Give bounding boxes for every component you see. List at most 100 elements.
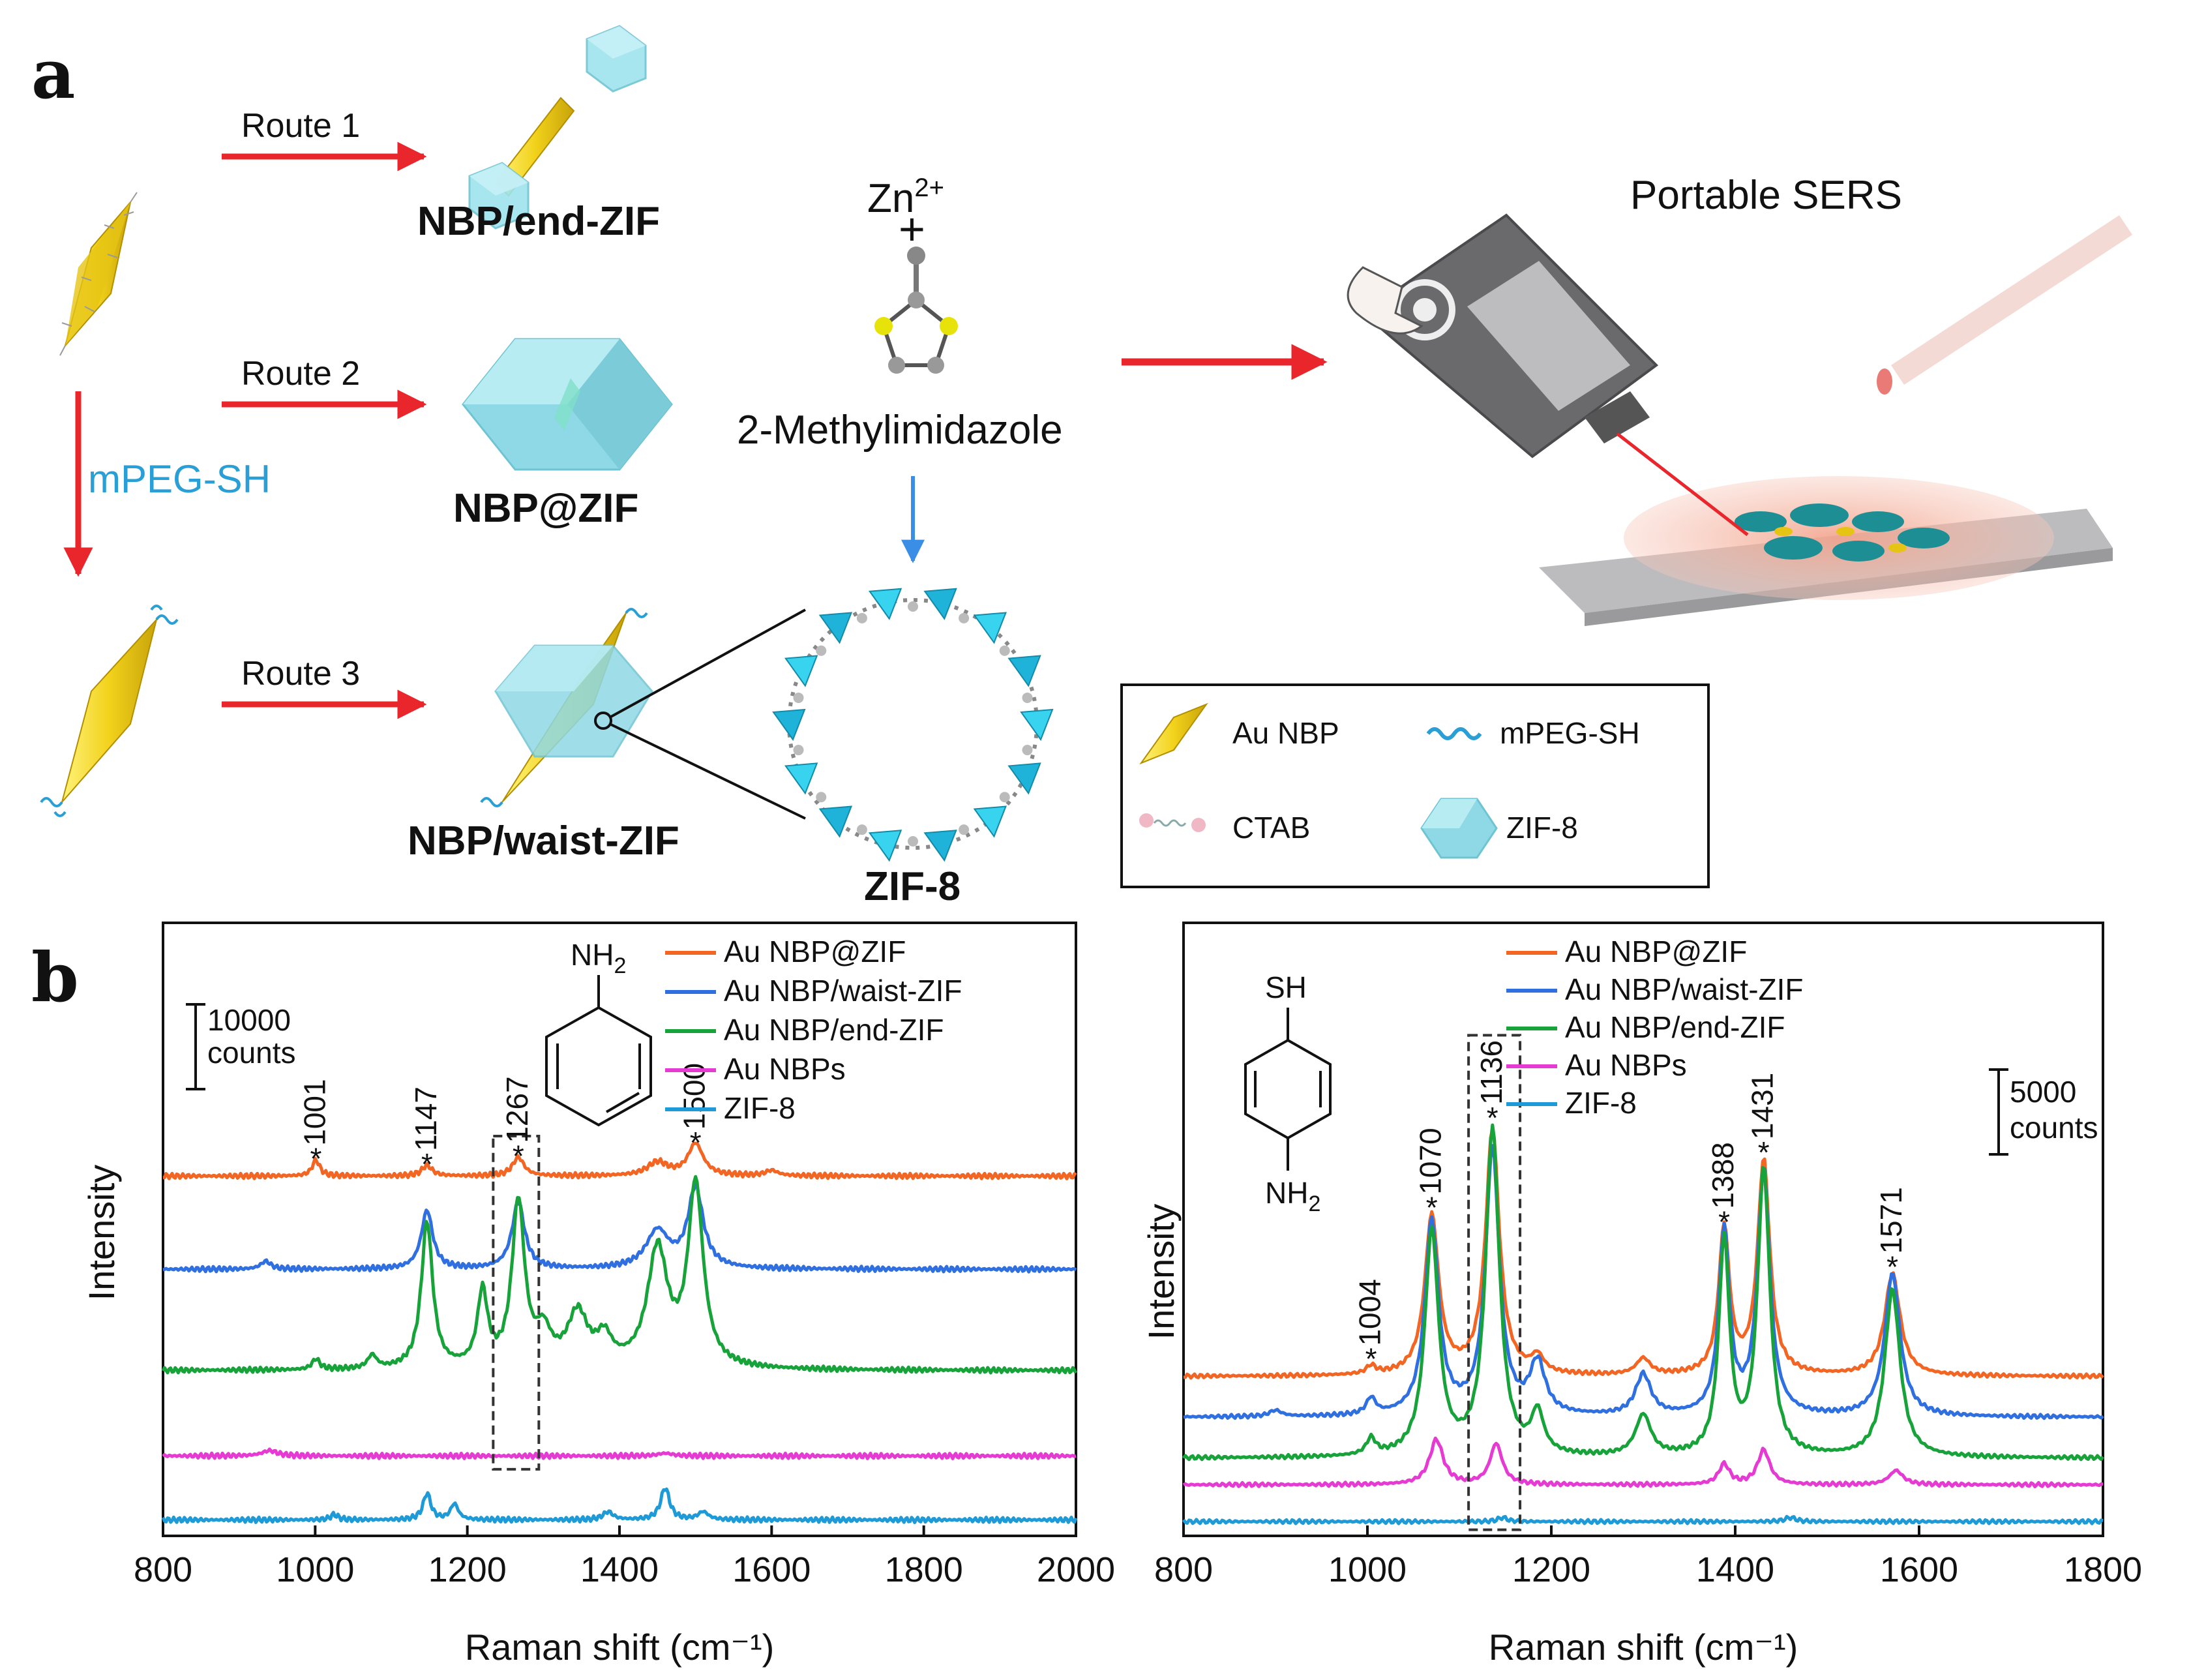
peak-label-right-2: 1136 xyxy=(1474,1040,1508,1105)
chart-right-y-title: Intensity xyxy=(1140,1204,1182,1340)
x-tick-label-left-5: 1800 xyxy=(885,1550,963,1589)
panel-a-legend: Au NBP mPEG-SH CTAB ZIF-8 xyxy=(1120,683,1710,888)
chart-left-scale-unit: counts xyxy=(207,1036,296,1070)
spectrum-line-left-2 xyxy=(161,1175,1078,1375)
x-tick-label-left-2: 1200 xyxy=(428,1550,507,1589)
peak-star-right-2: * xyxy=(1487,1101,1498,1135)
peak-star-right-1: * xyxy=(1426,1191,1438,1225)
spectrum-line-right-4 xyxy=(1182,1514,2104,1525)
chart-right-scale-value: 5000 xyxy=(2010,1075,2076,1109)
spectrum-line-left-1 xyxy=(162,1182,1077,1274)
nbp-waist-zif-icon xyxy=(480,608,806,820)
zif-8-framework-icon xyxy=(772,588,1054,862)
svg-text:NH2: NH2 xyxy=(571,938,626,978)
peak-label-right-4: 1431 xyxy=(1746,1073,1780,1139)
route-2-label: Route 2 xyxy=(241,355,360,393)
x-tick-label-right-1: 1000 xyxy=(1328,1550,1407,1589)
legend-label-left-4: ZIF-8 xyxy=(724,1091,796,1125)
peak-label-left-3: 1500 xyxy=(678,1063,711,1130)
nbp-end-zif-icon xyxy=(468,25,647,230)
legend-label-right-0: Au NBP@ZIF xyxy=(1565,935,1747,968)
chart-left-y-title: Intensity xyxy=(81,1165,122,1301)
peak-star-left-3: * xyxy=(690,1126,702,1160)
amine-group-sub: 2 xyxy=(1308,1192,1320,1216)
mpeg-sh-label: mPEG-SH xyxy=(88,457,271,501)
chart-right-x-title: Raman shift (cm⁻¹) xyxy=(1489,1627,1798,1668)
peak-star-right-0: * xyxy=(1365,1342,1377,1376)
legend-label-left-3: Au NBPs xyxy=(724,1052,846,1086)
spectrum-line-right-1 xyxy=(1183,1144,2104,1420)
route-arrows xyxy=(63,142,1328,719)
highlight-box-left xyxy=(492,1134,541,1471)
route-3-label: Route 3 xyxy=(241,655,360,693)
zn-ion-label: Zn2+ xyxy=(867,173,944,221)
svg-text:NH2: NH2 xyxy=(1265,1176,1320,1216)
legend-label-right-1: Au NBP/waist-ZIF xyxy=(1565,972,1804,1006)
ctab-legend-icon xyxy=(1139,813,1206,832)
peak-label-left-1: 1147 xyxy=(409,1087,443,1151)
aminothiophenol-molecule-icon: SH NH2 xyxy=(1244,970,1332,1216)
peak-star-left-1: * xyxy=(421,1147,433,1181)
au-nbp-start xyxy=(59,192,138,356)
peak-label-left-0: 1001 xyxy=(298,1079,332,1145)
zif-8-label: ZIF-8 xyxy=(864,864,961,909)
legend-zif-8: ZIF-8 xyxy=(1506,811,1578,845)
panel-a-letter: a xyxy=(31,34,75,114)
legend-label-left-0: Au NBP@ZIF xyxy=(724,935,906,968)
peak-star-right-4: * xyxy=(1758,1135,1770,1169)
spectrum-line-left-4 xyxy=(161,1487,1078,1524)
x-tick-label-left-0: 800 xyxy=(134,1550,192,1589)
peak-star-right-5: * xyxy=(1886,1250,1898,1284)
x-tick-label-right-5: 1800 xyxy=(2064,1550,2142,1589)
x-tick-label-left-6: 2000 xyxy=(1037,1550,1115,1589)
chart-left-scale-bar: 10000 counts xyxy=(186,1003,296,1090)
x-tick-label-left-4: 1600 xyxy=(732,1550,811,1589)
thiol-group: SH xyxy=(1265,970,1307,1004)
route-1-label: Route 1 xyxy=(241,107,360,145)
mpeg-legend-icon xyxy=(1426,727,1482,740)
plus-sign: + xyxy=(899,203,925,254)
methylimidazole-label: 2-Methylimidazole xyxy=(737,408,1063,453)
aniline-molecule-icon: NH2 xyxy=(545,938,652,1127)
peak-label-right-0: 1004 xyxy=(1353,1279,1387,1345)
peak-label-right-5: 1571 xyxy=(1874,1187,1908,1253)
portable-sers-illustration xyxy=(1347,213,2132,626)
chart-right-scale-bar: 5000 counts xyxy=(1989,1068,2098,1156)
legend-label-left-1: Au NBP/waist-ZIF xyxy=(724,974,962,1008)
nbp-end-zif-label: NBP/end-ZIF xyxy=(417,199,660,244)
methylimidazole-molecule-icon xyxy=(874,247,958,374)
chart-left-x-title: Raman shift (cm⁻¹) xyxy=(465,1627,775,1668)
aniline-group: NH xyxy=(571,938,614,972)
zif-8-legend-icon xyxy=(1420,798,1498,859)
spectrum-line-left-3 xyxy=(162,1447,1077,1460)
nbp-waist-zif-label: NBP/waist-ZIF xyxy=(408,818,679,863)
legend-au-nbp: Au NBP xyxy=(1232,716,1339,750)
portable-sers-label: Portable SERS xyxy=(1630,173,1902,218)
legend-label-right-3: Au NBPs xyxy=(1565,1048,1687,1082)
peak-label-left-2: 1267 xyxy=(500,1076,534,1143)
legend-ctab: CTAB xyxy=(1232,811,1310,845)
peak-star-right-3: * xyxy=(1718,1205,1730,1239)
spectrum-line-right-2 xyxy=(1182,1123,2105,1462)
peak-label-right-1: 1070 xyxy=(1414,1128,1448,1194)
x-tick-label-right-4: 1600 xyxy=(1880,1550,1958,1589)
peak-label-right-3: 1388 xyxy=(1706,1142,1740,1208)
aniline-group-sub: 2 xyxy=(614,953,626,978)
legend-label-right-2: Au NBP/end-ZIF xyxy=(1565,1010,1785,1044)
x-tick-label-right-3: 1400 xyxy=(1696,1550,1774,1589)
amine-group: NH xyxy=(1265,1176,1308,1210)
chart-right-scale-unit: counts xyxy=(2010,1111,2098,1145)
x-tick-label-right-2: 1200 xyxy=(1512,1550,1590,1589)
nbp-at-zif-icon xyxy=(462,338,673,471)
spectrum-line-left-0 xyxy=(162,1141,1077,1180)
chart-right-frame xyxy=(1182,922,2104,1537)
x-tick-label-left-3: 1400 xyxy=(580,1550,659,1589)
au-nbp-legend-icon xyxy=(1139,702,1208,765)
spectrum-line-right-0 xyxy=(1183,1128,2104,1380)
peak-star-left-2: * xyxy=(513,1139,524,1173)
legend-mpeg-sh: mPEG-SH xyxy=(1500,716,1640,750)
nbp-at-zif-label: NBP@ZIF xyxy=(453,486,638,531)
